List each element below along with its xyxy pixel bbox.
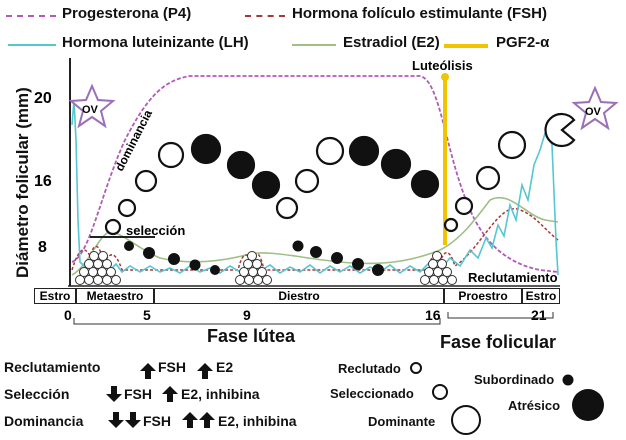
follicle-cluster-2 <box>235 251 272 285</box>
phase-diestro: Diestro <box>154 288 444 304</box>
follicle-cluster-1 <box>75 251 121 285</box>
key-selected-label: Seleccionado <box>330 386 414 401</box>
ov-label-left: OV <box>82 104 99 116</box>
rule-dominance-fsh: FSH <box>143 413 171 429</box>
rule-selection-label: Selección <box>4 386 70 402</box>
x-tick-9: 9 <box>243 307 251 323</box>
recruitment-label: Reclutamiento <box>468 270 558 285</box>
phase-estro-end: Estro <box>522 288 560 304</box>
legend-label-lh: Hormona luteinizante (LH) <box>62 34 249 51</box>
legend-swatch-estradiol <box>292 44 336 46</box>
legend-swatch-fsh <box>245 15 285 17</box>
legend-label-progesterone: Progesterona (P4) <box>62 5 192 22</box>
key-dominant-label: Dominante <box>368 414 436 429</box>
y-axis-label: Diámetro folicular (mm) <box>13 87 32 278</box>
legend-label-fsh: Hormona folículo estimulante (FSH) <box>292 5 548 22</box>
key-atretic-symbol <box>572 389 604 421</box>
follicle-cluster-3 <box>420 251 457 285</box>
follicular-phase-label: Fase folicular <box>440 332 557 352</box>
estradiol-curve <box>71 197 559 276</box>
ovulating-follicle <box>544 112 576 148</box>
rule-recruitment-label: Reclutamiento <box>4 359 101 375</box>
pgf2a-spike-head <box>441 73 449 81</box>
y-tick-8: 8 <box>38 239 47 256</box>
legend-label-pgf2a: PGF2-α <box>496 34 550 51</box>
luteal-bracket <box>73 318 441 325</box>
subordinate-follicles-1 <box>124 241 220 275</box>
legend-swatch-lh <box>8 44 56 46</box>
key-subordinate-symbol <box>562 374 574 386</box>
subordinate-follicles-2 <box>292 240 384 276</box>
x-tick-21: 21 <box>531 307 547 323</box>
legend-label-estradiol: Estradiol (E2) <box>343 34 440 51</box>
key-selected-symbol <box>432 384 448 400</box>
legend-swatch-progesterone <box>6 15 56 17</box>
ov-star-left: OV <box>68 83 116 129</box>
x-tick-0: 0 <box>64 307 72 323</box>
ov-label-right: OV <box>585 106 602 118</box>
rule-selection-e2: E2, inhibina <box>181 386 260 402</box>
key-atretic-label: Atrésico <box>508 398 561 413</box>
ov-star-right: OV <box>571 85 619 131</box>
rule-recruitment-e2: E2 <box>216 359 234 375</box>
follicle-wave-1 <box>104 133 320 236</box>
rule-dominance-label: Dominancia <box>4 413 84 429</box>
y-tick-20: 20 <box>34 90 52 107</box>
rule-dominance-e2: E2, inhibina <box>218 413 297 429</box>
luteal-phase-label: Fase lútea <box>207 326 296 346</box>
key-recruited-symbol <box>410 362 422 374</box>
rule-arrows <box>106 363 215 428</box>
follicular-bracket <box>447 312 554 319</box>
legend-swatch-pgf2a <box>444 44 488 48</box>
rule-recruitment-fsh: FSH <box>158 359 186 375</box>
y-tick-16: 16 <box>34 173 52 190</box>
phase-estro-start: Estro <box>34 288 76 304</box>
phase-metaestro: Metaestro <box>76 288 154 304</box>
follicle-wave-2 <box>315 130 527 233</box>
lh-curve <box>71 99 559 276</box>
key-dominant-symbol <box>451 405 481 435</box>
x-tick-16: 16 <box>425 307 441 323</box>
rule-selection-fsh: FSH <box>124 386 152 402</box>
progesterone-curve <box>71 75 559 273</box>
luteolysis-label: Luteólisis <box>412 58 473 73</box>
x-tick-5: 5 <box>143 307 151 323</box>
fsh-curve <box>71 207 559 271</box>
dominance-label: dominancia <box>112 107 155 173</box>
phase-proestro: Proestro <box>444 288 522 304</box>
key-subordinate-label: Subordinado <box>474 372 555 387</box>
selection-label: selección <box>126 223 185 238</box>
key-recruited-label: Reclutado <box>338 361 401 376</box>
